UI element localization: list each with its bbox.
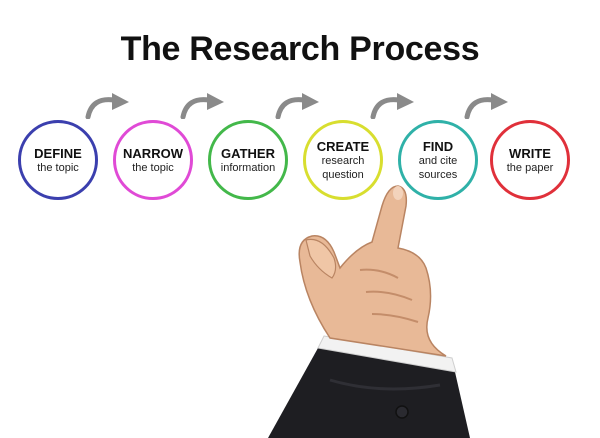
step-find-heading: FIND <box>422 138 454 154</box>
fingernail <box>393 186 403 200</box>
sleeve-button <box>395 405 409 419</box>
suit-sleeve <box>268 348 470 438</box>
curved-arrow-icon <box>85 93 129 119</box>
step-write-sub: the paper <box>506 161 554 174</box>
step-create-sub-line2: question <box>322 168 364 181</box>
step-define-sub: the topic <box>37 161 79 174</box>
step-find-sub-line2: sources <box>418 168 458 181</box>
step-define: DEFINE the topic <box>18 120 98 200</box>
step-gather: GATHER information <box>208 120 288 200</box>
step-find-sub-line1: and cite <box>418 154 458 167</box>
curved-arrow-icon <box>180 93 224 119</box>
finger-crease-1 <box>359 268 399 279</box>
thumb <box>305 238 337 279</box>
step-write-heading: WRITE <box>509 145 551 161</box>
shirt-cuff <box>317 335 457 373</box>
curved-arrow-icon <box>464 93 508 119</box>
step-create: CREATE research question <box>303 120 383 200</box>
step-gather-sub: information <box>220 161 276 174</box>
diagram-title: The Research Process <box>120 30 480 68</box>
step-narrow-heading: NARROW <box>123 145 183 161</box>
step-write: WRITE the paper <box>490 120 570 200</box>
hand-palm <box>298 185 447 357</box>
step-create-sub-line1: research <box>321 154 365 167</box>
sleeve-fold <box>329 378 441 391</box>
step-narrow-sub: the topic <box>132 161 174 174</box>
step-narrow: NARROW the topic <box>113 120 193 200</box>
finger-crease-2 <box>365 290 413 301</box>
step-gather-heading: GATHER <box>221 145 275 161</box>
curved-arrow-icon <box>275 93 319 119</box>
curved-arrow-icon <box>370 93 414 119</box>
step-find: FIND and cite sources <box>398 120 478 200</box>
step-create-heading: CREATE <box>316 138 370 154</box>
step-define-heading: DEFINE <box>34 145 82 161</box>
finger-crease-3 <box>371 313 419 323</box>
